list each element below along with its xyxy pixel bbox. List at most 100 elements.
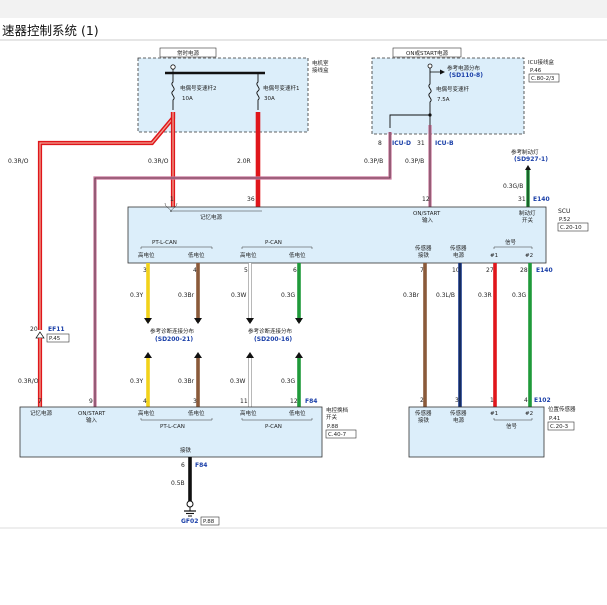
arrow-down-icon bbox=[194, 318, 202, 324]
ground-name: GF02 bbox=[181, 518, 198, 525]
scu-conn-top: E140 bbox=[533, 196, 550, 203]
fuse-box-left-header-box bbox=[159, 47, 217, 58]
icu-ref-arrow-icon bbox=[440, 69, 445, 75]
brake-ref-arrow-icon bbox=[525, 165, 531, 170]
sbw-top-pin: 11 bbox=[240, 398, 248, 405]
scu-module bbox=[127, 206, 547, 264]
sensor-top-pin: 4 bbox=[524, 397, 528, 404]
diag-ref-1-code: (SD200-21) bbox=[155, 336, 193, 343]
wire-label-mid: 0.3L/B bbox=[436, 292, 455, 299]
scu-label-memory: 记忆电源 bbox=[200, 213, 223, 221]
scu-pcan-bracket bbox=[241, 246, 313, 249]
scu-sensor-pwr-1: 传感器 bbox=[450, 244, 467, 252]
wire-label-fuse2-out: 2.0R bbox=[237, 158, 251, 165]
scu-pin-ign: 12 bbox=[422, 196, 430, 203]
scu-ptcan-lo: 低电位 bbox=[188, 251, 205, 259]
sbw-pcan-bracket bbox=[241, 418, 313, 421]
sbw-top-pin: 12 bbox=[290, 398, 298, 405]
scu-label-brake-1: 制动灯 bbox=[519, 209, 536, 217]
wire-label-lower: 0.3G bbox=[281, 378, 296, 385]
scu-bottom-pin: 7 bbox=[420, 267, 424, 274]
scu-ptcan-hi: 高电位 bbox=[138, 251, 155, 259]
sbw-pcan-hi: 高电位 bbox=[240, 409, 257, 417]
sensor-gnd-2: 接铁 bbox=[418, 416, 430, 424]
sensor-sig1: #1 bbox=[490, 411, 498, 417]
sensor-pwr-2: 电源 bbox=[453, 416, 465, 424]
sbw-ptcan-bracket bbox=[140, 418, 213, 421]
fuse-2-icon bbox=[256, 73, 260, 110]
sbw-ground-label: 接铁 bbox=[180, 446, 192, 454]
sbw-top-pins: 7 9 4 3 11 12 F84 bbox=[38, 398, 317, 405]
scu-ptcan-title: PT-L-CAN bbox=[152, 240, 177, 246]
icu-ref-code: (SD110-8) bbox=[449, 72, 483, 79]
arrow-down-icon bbox=[246, 318, 254, 324]
title-bar bbox=[0, 0, 607, 18]
fuse-box-engine-room bbox=[137, 57, 309, 133]
sensor-page-ref-1: P.41 bbox=[549, 416, 560, 422]
scu-bottom-pin: 6 bbox=[293, 267, 297, 274]
scu-name: SCU bbox=[558, 208, 570, 215]
wire-label-mid: 0.3Br bbox=[403, 292, 420, 299]
fuse-box-right-page-ref-2: C.80-2/3 bbox=[531, 76, 555, 82]
fuse-box-left-side-label-2: 接线盒 bbox=[312, 66, 329, 74]
sbw-side-label-1: 电控换档 bbox=[326, 406, 349, 414]
wire-label-left-long: 0.3R/O bbox=[8, 158, 29, 165]
sbw-conn-top: F84 bbox=[305, 398, 317, 405]
wire-label-mid: 0.3G bbox=[512, 292, 527, 299]
ef11-page-ref-box bbox=[46, 333, 70, 343]
sensor-signal-bracket bbox=[493, 418, 533, 421]
wire-label-lower: 0.3Br bbox=[178, 378, 195, 385]
sbw-page-ref-box bbox=[325, 429, 357, 439]
fuse-box-left-side-label-1: 电机室 bbox=[312, 59, 329, 67]
sbw-label-on-1: ON/START bbox=[78, 411, 106, 417]
diag-ref-1-label: 参考诊断连接分布 bbox=[150, 327, 195, 335]
fuse-1-rating: 10A bbox=[182, 96, 193, 102]
sbw-label-memory: 记忆电源 bbox=[30, 409, 53, 417]
sensor-page-ref-2: C.20-3 bbox=[550, 424, 569, 430]
sbw-ground-pin: 6 bbox=[181, 462, 185, 469]
sbw-top-pin: 9 bbox=[89, 398, 93, 405]
scu-bottom-pin: 4 bbox=[193, 267, 197, 274]
wire-label-lower: 0.3R/O bbox=[18, 378, 39, 385]
sbw-page-ref-1: P.88 bbox=[327, 424, 339, 430]
sensor-pwr-1: 传感器 bbox=[450, 409, 467, 417]
brake-ref-code: (SD927-1) bbox=[514, 156, 548, 163]
icu-d-conn: ICU-D bbox=[392, 140, 411, 147]
wire-label-mid: 0.3R bbox=[478, 292, 492, 299]
ground-terminal-icon bbox=[186, 500, 194, 508]
fuse-1-name: 电偶号变速杆2 bbox=[180, 84, 217, 92]
scu-sensor-gnd-2: 接铁 bbox=[418, 251, 430, 259]
arrow-up-icon bbox=[194, 352, 202, 358]
lower-wire-labels: 0.3R/O 0.3Y 0.3Br 0.3W 0.3G bbox=[18, 378, 296, 385]
wire-label-brake-out: 0.3G/B bbox=[503, 183, 523, 190]
sbw-top-pin: 4 bbox=[143, 398, 147, 405]
scu-ptcan-bracket bbox=[140, 246, 213, 249]
fuse-box-right-header-box bbox=[392, 47, 462, 58]
icu-terminal-icon bbox=[427, 63, 433, 69]
sensor-conn-top: E102 bbox=[534, 397, 551, 404]
icu-fuse-rating: 7.5A bbox=[437, 97, 450, 103]
arrow-up-icon bbox=[144, 352, 152, 358]
sensor-top-pin: 2 bbox=[420, 397, 424, 404]
wire-label-icu-d-out: 0.3P/B bbox=[364, 158, 383, 165]
scu-page-ref-box bbox=[557, 222, 589, 232]
wire-label-mid: 0.3G bbox=[281, 292, 296, 299]
scu-signal-bracket bbox=[493, 246, 533, 249]
wire-pb-sbw bbox=[93, 132, 392, 407]
scu-memory-bracket-left bbox=[164, 202, 178, 213]
sbw-label-on-2: 输入 bbox=[86, 416, 98, 424]
fuse-box-right-page-ref-1: P.46 bbox=[530, 68, 542, 74]
fuse-2-name: 电偶号变速杆1 bbox=[263, 84, 300, 92]
scu-conn-bottom: E140 bbox=[536, 267, 553, 274]
diag-ref-2-code: (SD200-16) bbox=[254, 336, 292, 343]
scu-label-brake-2: 开关 bbox=[522, 216, 534, 224]
icu-b-conn: ICU-B bbox=[435, 140, 454, 147]
scu-page-ref-2: C.20-10 bbox=[560, 225, 582, 231]
ef11-pin: 20 bbox=[30, 326, 38, 333]
sensor-top-pin: 1 bbox=[490, 397, 494, 404]
sbw-ptcan-hi: 高电位 bbox=[138, 409, 155, 417]
sbw-page-ref-2: C.40-7 bbox=[328, 432, 347, 438]
icu-branch-line bbox=[389, 114, 430, 128]
wire-label-lower: 0.3W bbox=[230, 378, 246, 385]
sensor-signal-title: 信号 bbox=[506, 422, 518, 430]
